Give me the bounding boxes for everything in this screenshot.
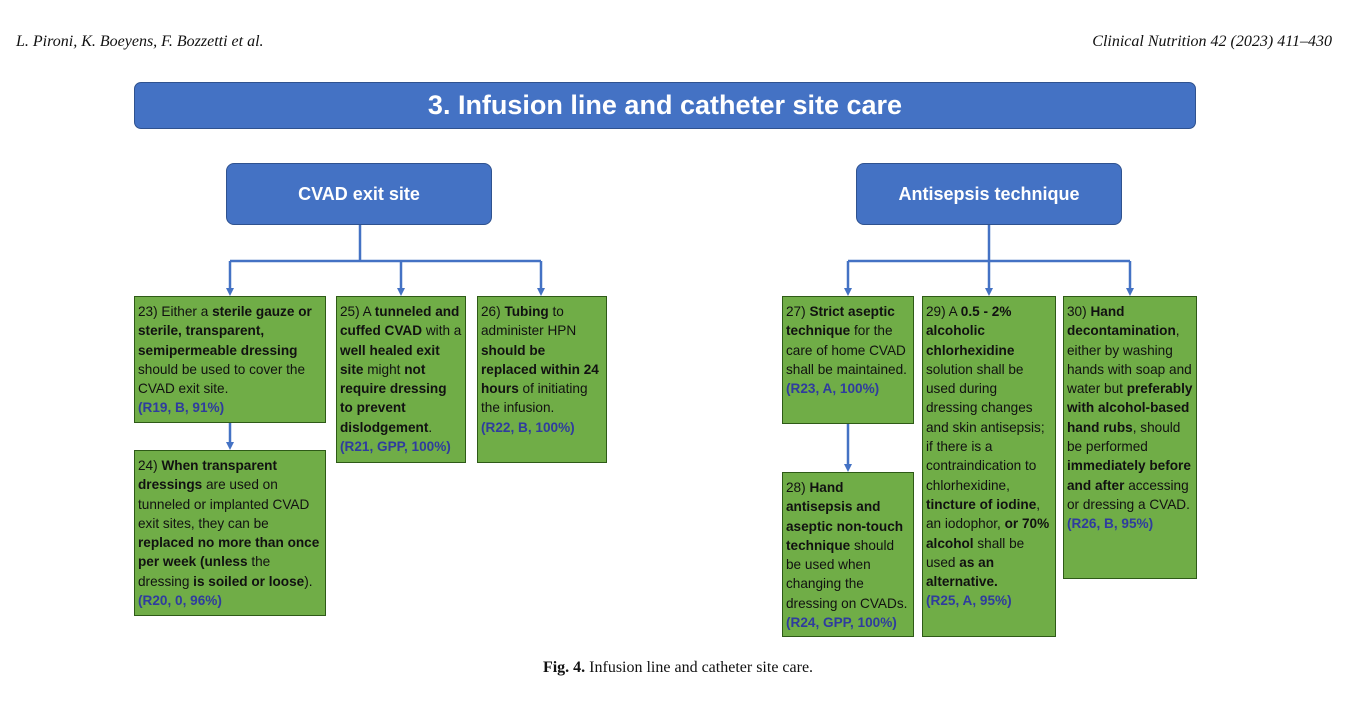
antisepsis-technique-header: Antisepsis technique (856, 163, 1122, 225)
recommendation-text: 30) Hand decontamination, either by wash… (1067, 304, 1193, 512)
recommendation-29: 29) A 0.5 - 2% alcoholic chlorhexidine s… (922, 296, 1056, 637)
recommendation-26: 26) Tubing to administer HPN should be r… (477, 296, 607, 463)
figure-label: Fig. 4. (542, 659, 586, 676)
recommendation-28: 28) Hand antisepsis and aseptic non-touc… (782, 472, 914, 637)
recommendation-24: 24) When transparent dressings are used … (134, 450, 326, 616)
evidence-reference: (R22, B, 100%) (481, 419, 575, 435)
figure-caption-text: Infusion line and catheter site care. (585, 659, 814, 676)
recommendation-30: 30) Hand decontamination, either by wash… (1063, 296, 1197, 579)
recommendation-27: 27) Strict aseptic technique for the car… (782, 296, 914, 424)
evidence-reference: (R24, GPP, 100%) (786, 615, 897, 631)
recommendation-text: 26) Tubing to administer HPN should be r… (481, 304, 599, 416)
recommendation-text: 28) Hand antisepsis and aseptic non-touc… (786, 480, 908, 611)
recommendation-25: 25) A tunneled and cuffed CVAD with a we… (336, 296, 466, 463)
recommendation-text: 24) When transparent dressings are used … (138, 458, 320, 589)
evidence-reference: (R23, A, 100%) (786, 381, 880, 397)
figure-caption: Fig. 4. Infusion line and catheter site … (0, 659, 1356, 677)
evidence-reference: (R19, B, 91%) (138, 400, 225, 416)
recommendation-text: 25) A tunneled and cuffed CVAD with a we… (340, 304, 462, 435)
evidence-reference: (R25, A, 95%) (926, 593, 1012, 609)
running-head-authors: L. Pironi, K. Boeyens, F. Bozzetti et al… (16, 33, 264, 50)
recommendation-text: 23) Either a sterile gauze or sterile, t… (138, 304, 312, 397)
recommendation-text: 27) Strict aseptic technique for the car… (786, 304, 907, 377)
evidence-reference: (R21, GPP, 100%) (340, 439, 451, 455)
recommendation-text: 29) A 0.5 - 2% alcoholic chlorhexidine s… (926, 304, 1050, 590)
section-banner: 3. Infusion line and catheter site care (134, 82, 1196, 129)
evidence-reference: (R20, 0, 96%) (138, 593, 222, 609)
evidence-reference: (R26, B, 95%) (1067, 516, 1154, 532)
cvad-exit-site-header: CVAD exit site (226, 163, 492, 225)
recommendation-23: 23) Either a sterile gauze or sterile, t… (134, 296, 326, 423)
running-head-journal: Clinical Nutrition 42 (2023) 411–430 (1092, 33, 1332, 50)
